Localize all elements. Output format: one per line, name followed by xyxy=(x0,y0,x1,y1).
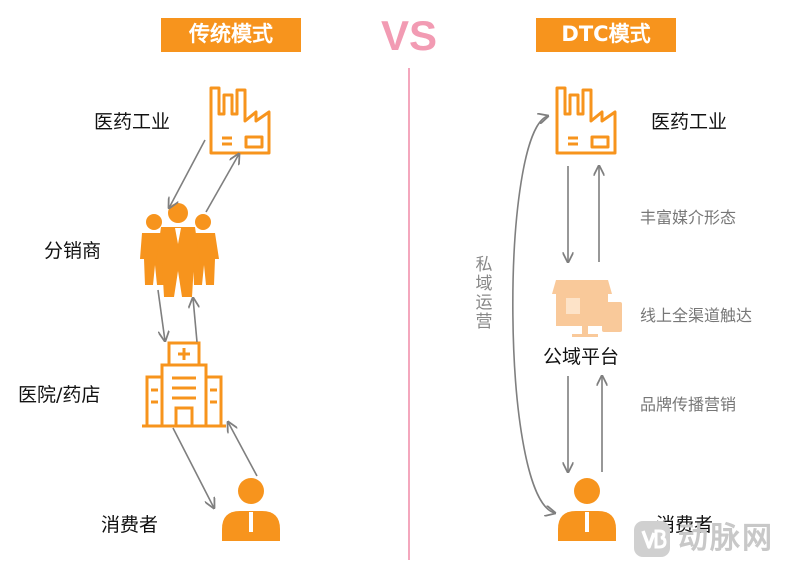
arrow-hospital-to-distributor xyxy=(193,298,197,343)
left-hospital-label: 医院/药店 xyxy=(18,384,101,406)
right-industry-label: 医药工业 xyxy=(651,111,728,133)
arrow-distributor-to-industry xyxy=(205,154,239,213)
left-distributor-label: 分销商 xyxy=(44,240,102,262)
distributors-icon xyxy=(140,203,219,297)
side-label-brand: 品牌传播营销 xyxy=(640,395,737,414)
center-divider xyxy=(408,68,410,560)
private-domain-label: 私域运营 xyxy=(475,255,493,332)
hospital-icon xyxy=(142,341,226,428)
right-platform-label: 公域平台 xyxy=(543,346,620,368)
side-label-channels: 线上全渠道触达 xyxy=(640,306,753,325)
consumer-icon xyxy=(222,478,280,541)
online-platform-icon xyxy=(552,280,622,337)
arrow-consumer-to-hospital xyxy=(228,422,258,477)
factory-icon xyxy=(209,86,271,155)
left-industry-label: 医药工业 xyxy=(94,111,171,133)
watermark-text: 动脉网 xyxy=(678,521,774,556)
watermark: 动脉网 xyxy=(632,517,774,561)
arrow-hospital-to-consumer xyxy=(172,427,214,508)
factory-icon xyxy=(555,86,617,155)
vs-text: VS xyxy=(380,12,438,59)
arrow-distributor-to-hospital xyxy=(157,289,165,341)
traditional-model-header: 传统模式 xyxy=(161,18,301,52)
arrow-industry-to-distributor xyxy=(169,139,206,208)
right-consumer-label: 消费者 xyxy=(656,514,714,536)
side-label-media: 丰富媒介形态 xyxy=(640,208,737,227)
consumer-icon xyxy=(558,478,616,541)
arrow-private-domain-loop xyxy=(512,116,555,513)
watermark-logo-icon xyxy=(634,521,670,557)
left-consumer-label: 消费者 xyxy=(101,514,159,536)
dtc-model-header: DTC模式 xyxy=(536,18,676,52)
